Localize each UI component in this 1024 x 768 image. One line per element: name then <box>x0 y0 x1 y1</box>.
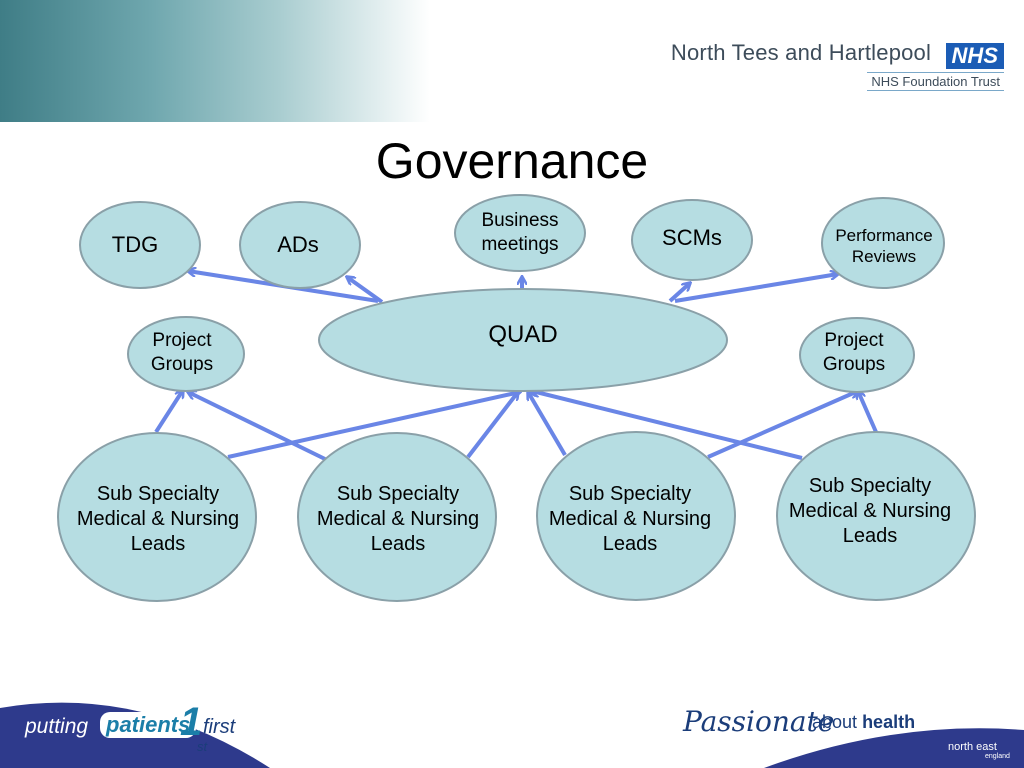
leads-4-node: Sub Specialty Medical & Nursing Leads <box>772 469 968 553</box>
nhs-logo: NHS <box>945 42 1004 69</box>
footer-band-right <box>764 728 1024 768</box>
north-east-text: north east <box>948 741 997 753</box>
leads-3-node: Sub Specialty Medical & Nursing Leads <box>532 477 728 561</box>
ads-ellipse <box>239 201 361 289</box>
passionate-script: Passionate <box>683 705 835 738</box>
leads-2-line3: Leads <box>370 532 426 555</box>
leads-1-node: Sub Specialty Medical & Nursing Leads <box>60 477 256 561</box>
tdg-label: TDG <box>111 232 159 258</box>
arrow-leads4-to-project-right <box>858 391 878 433</box>
leads-3-line2: Medical & Nursing <box>548 507 712 530</box>
arrow-leads1-to-quad <box>227 392 520 459</box>
leads-4-line2: Medical & Nursing <box>788 499 952 522</box>
business-meetings-node: Business meetings <box>455 205 585 261</box>
project-groups-left-node: Project Groups <box>124 326 240 380</box>
page-title: Governance <box>375 133 649 189</box>
st-text: st <box>197 739 208 754</box>
arrow-leads3-to-quad <box>528 392 567 457</box>
arrow-quad-to-ads <box>347 277 384 304</box>
arrow-leads1-to-project-left <box>154 390 183 434</box>
trust-subtitle: NHS Foundation Trust <box>867 71 1004 91</box>
ads-label: ADs <box>277 232 319 258</box>
project-groups-left-ellipse <box>127 316 245 392</box>
leads-2-node: Sub Specialty Medical & Nursing Leads <box>300 477 496 561</box>
project-left-label-line2: Groups <box>150 354 214 375</box>
arrow-quad-to-performance <box>674 274 838 303</box>
leads-4-line3: Leads <box>842 524 898 547</box>
project-left-label-line1: Project <box>152 330 212 352</box>
leads-3-ellipse <box>536 431 736 601</box>
scms-node: SCMs <box>632 218 752 258</box>
england-text: england <box>985 753 1010 760</box>
putting-text: putting <box>25 715 89 738</box>
performance-reviews-node: Performance Reviews <box>822 222 946 270</box>
leads-1-line3: Leads <box>130 532 186 555</box>
trust-name: North Tees and Hartlepool <box>670 40 932 65</box>
arrow-leads4-to-quad <box>532 391 803 460</box>
project-groups-right-node: Project Groups <box>796 326 912 380</box>
leads-2-line1: Sub Specialty <box>336 482 460 505</box>
first-text: first <box>203 716 236 738</box>
arrow-leads2-to-project-left <box>188 392 326 461</box>
one-numeral: 1 <box>180 700 203 744</box>
project-right-label-line1: Project <box>824 330 884 352</box>
patients-text: patients <box>100 712 197 738</box>
performance-reviews-ellipse <box>821 197 945 289</box>
business-label-line2: meetings <box>481 234 559 255</box>
project-groups-right-ellipse <box>799 317 915 393</box>
tdg-node: TDG <box>80 225 190 265</box>
leads-3-line1: Sub Specialty <box>568 482 692 505</box>
project-right-label-line2: Groups <box>822 354 886 375</box>
ads-node: ADs <box>243 225 353 265</box>
health-word: health <box>862 712 916 732</box>
leads-4-ellipse <box>776 431 976 601</box>
quad-ellipse <box>318 288 728 392</box>
performance-label-line2: Reviews <box>851 247 917 266</box>
tdg-ellipse <box>79 201 201 289</box>
performance-label-line1: Performance <box>835 225 933 245</box>
leads-3-line3: Leads <box>602 532 658 555</box>
scms-ellipse <box>631 199 753 281</box>
arrow-leads2-to-quad <box>466 392 518 459</box>
leads-1-ellipse <box>57 432 257 602</box>
arrow-quad-to-scms <box>668 283 690 303</box>
header-photo-surgeons <box>0 0 430 122</box>
arrow-leads3-to-project-right <box>707 391 858 459</box>
leads-4-line1: Sub Specialty <box>808 474 932 497</box>
leads-2-line2: Medical & Nursing <box>316 507 480 530</box>
quad-label: QUAD <box>488 321 558 348</box>
quad-node: QUAD <box>420 315 626 355</box>
about-word: about <box>812 712 858 732</box>
scms-label: SCMs <box>662 225 722 251</box>
leads-1-line2: Medical & Nursing <box>76 507 240 530</box>
leads-1-line1: Sub Specialty <box>96 482 220 505</box>
business-label-line1: Business <box>481 210 559 232</box>
business-meetings-ellipse <box>454 194 586 272</box>
about-health-text: about health <box>812 712 915 733</box>
nhs-trust-logo: North Tees and Hartlepool NHS NHS Founda… <box>671 40 1004 91</box>
leads-2-ellipse <box>297 432 497 602</box>
